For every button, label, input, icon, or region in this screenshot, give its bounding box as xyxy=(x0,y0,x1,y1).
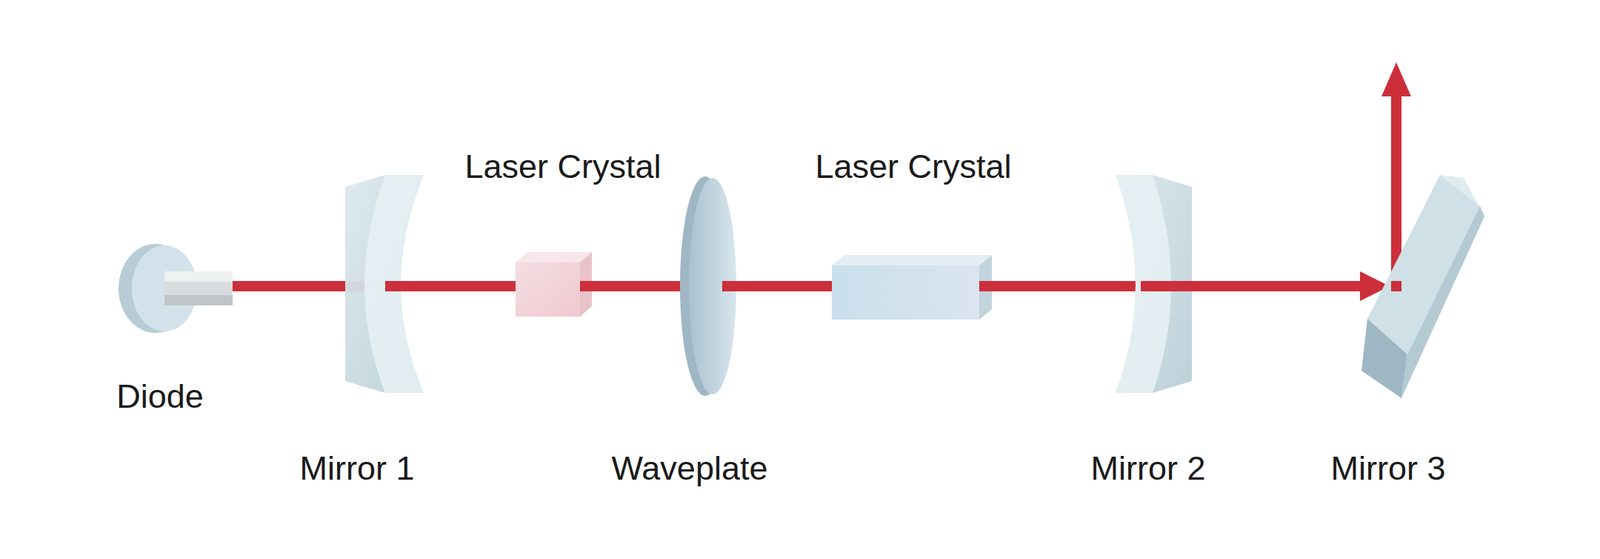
waveplate-symbol xyxy=(680,176,832,396)
part-label: Waveplate xyxy=(611,448,769,488)
mirror-1-symbol xyxy=(345,174,424,393)
part-label: Laser Crystal xyxy=(814,147,1012,186)
mirror-2-symbol xyxy=(1115,174,1193,393)
diode-symbol xyxy=(118,243,233,333)
laser-crystal-1-symbol xyxy=(481,251,684,317)
part-label: Mirror 3 xyxy=(1331,448,1446,488)
part-label: Laser Crystal xyxy=(464,147,661,186)
part-label: Mirror 1 xyxy=(300,448,415,488)
part-label: Diode xyxy=(116,377,204,416)
laser-crystal-2-symbol xyxy=(831,254,1150,320)
mirror-3-symbol xyxy=(1361,174,1485,398)
part-label: Mirror 2 xyxy=(1091,448,1206,488)
